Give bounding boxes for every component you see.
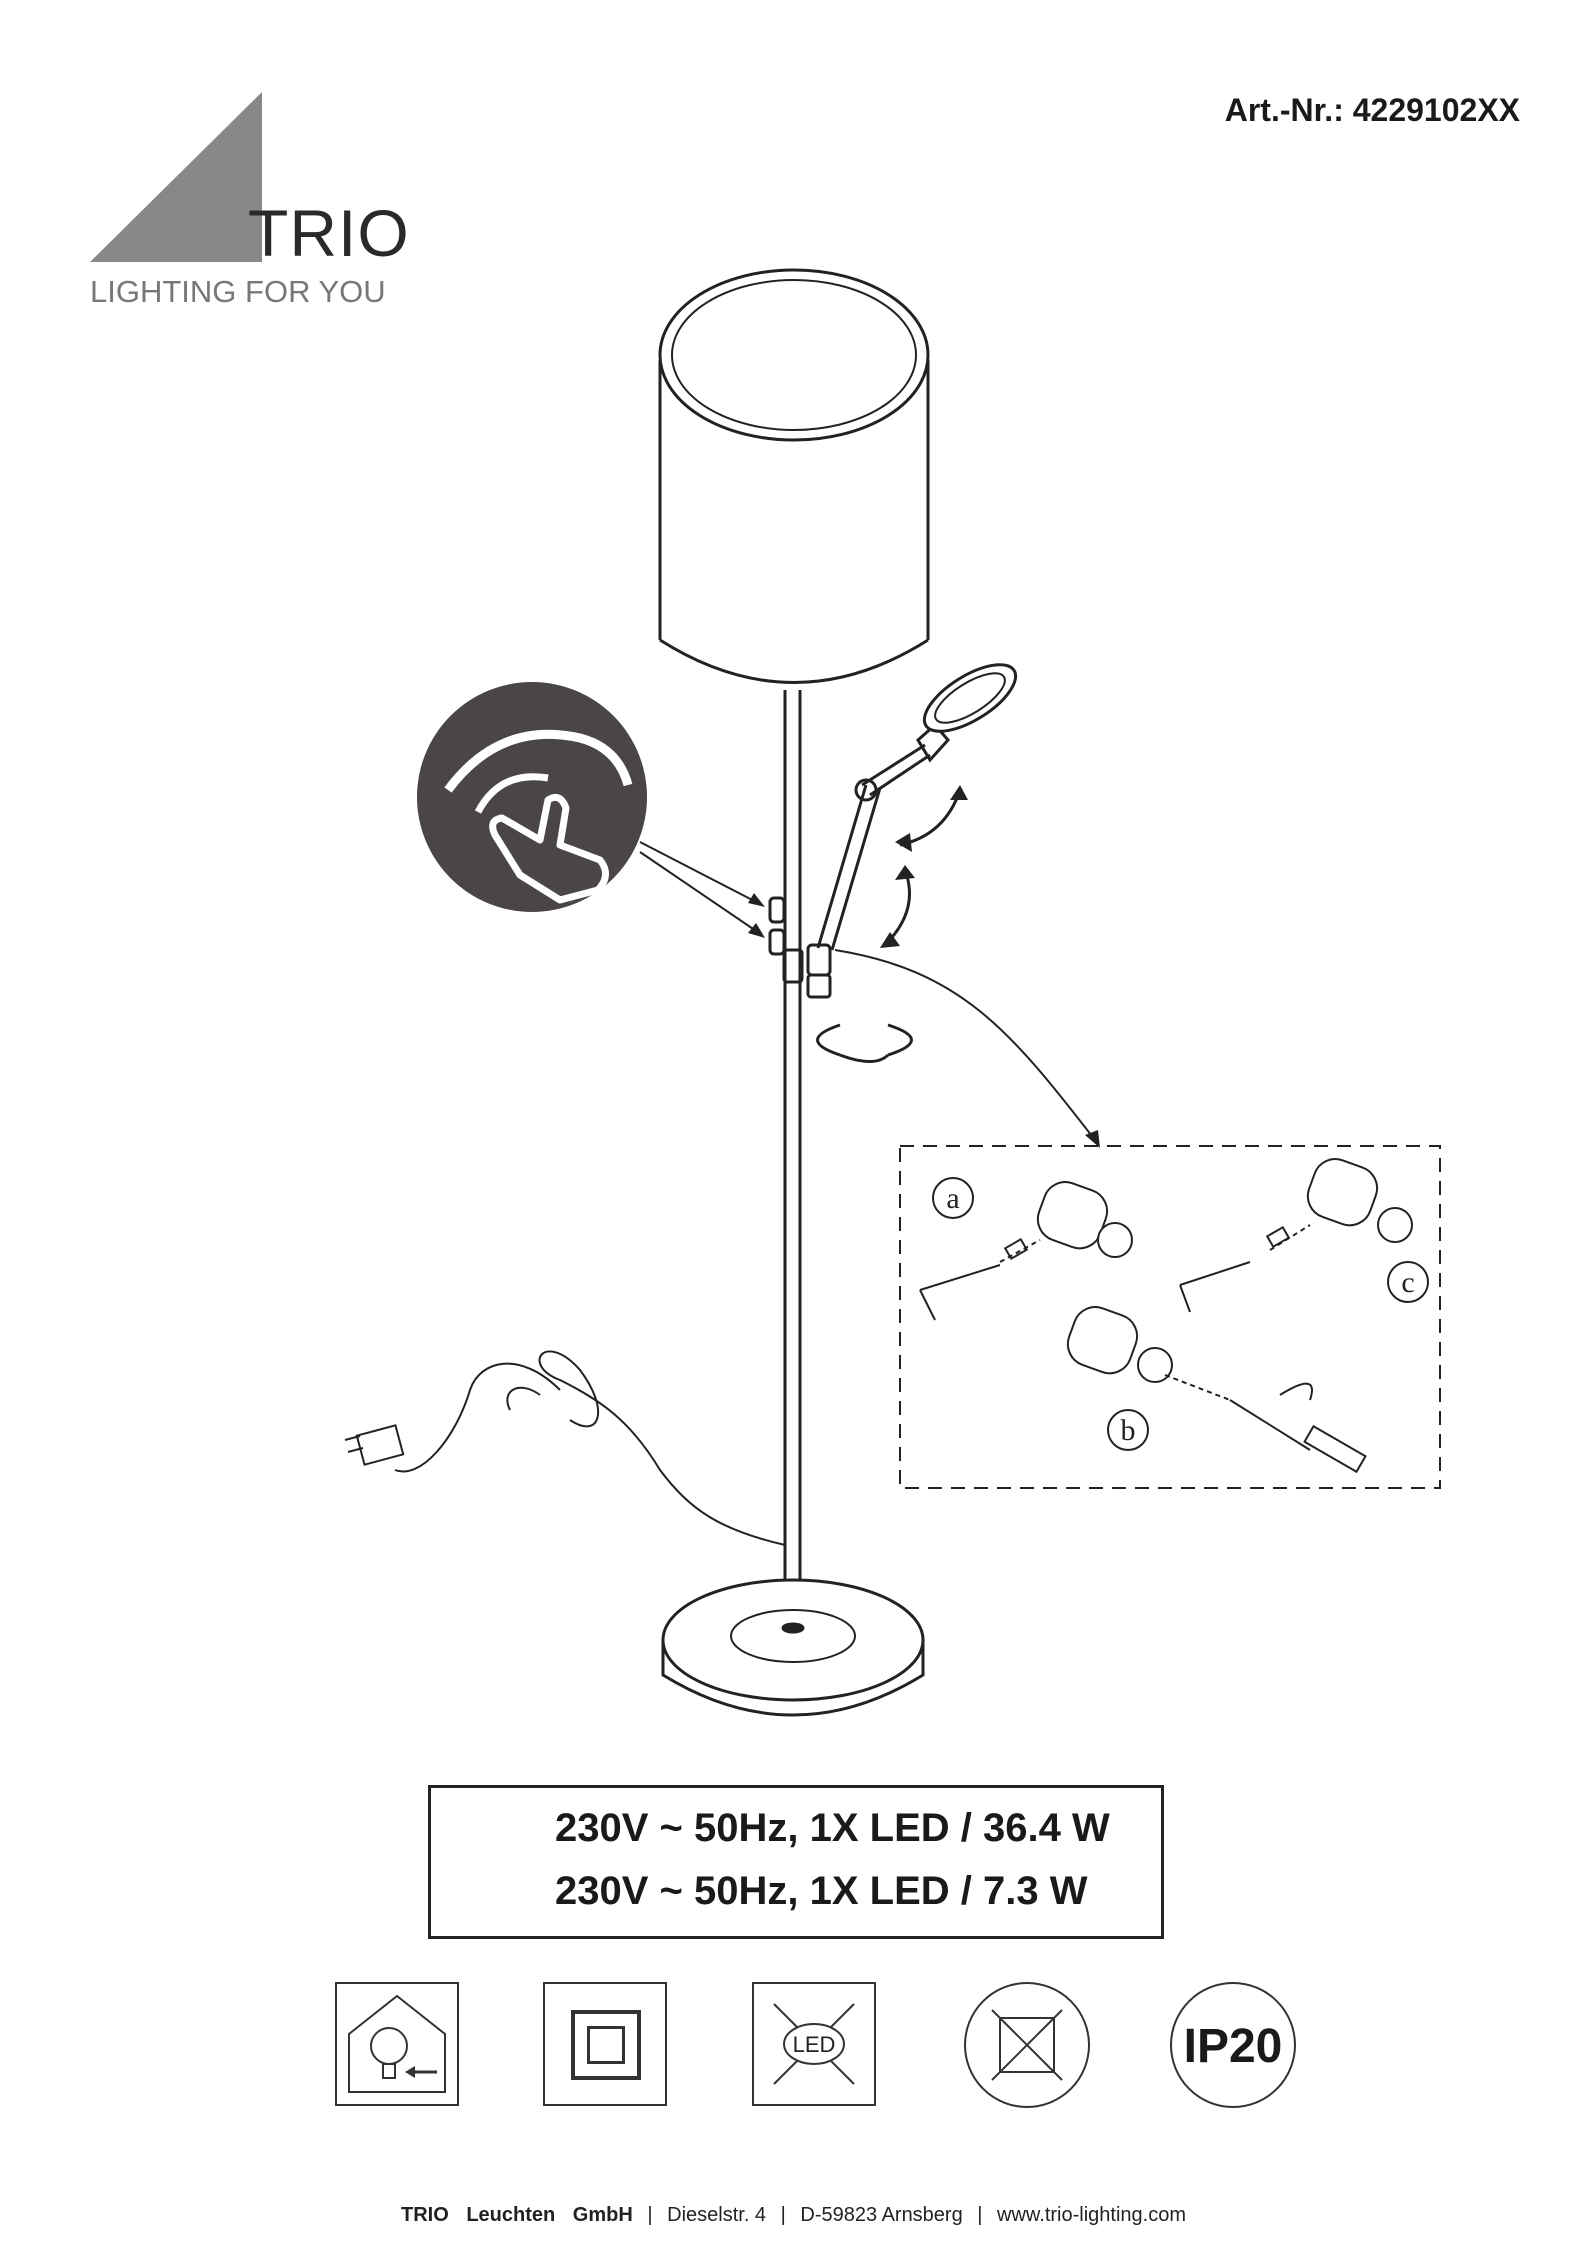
reading-arm	[818, 725, 948, 950]
footer-divider: |	[977, 2204, 982, 2226]
footer-website[interactable]: www.trio-lighting.com	[997, 2204, 1186, 2226]
protection-class-ii-icon	[543, 1982, 667, 2106]
ip-rating-label: IP20	[1184, 2020, 1283, 2073]
footer-street: Dieselstr. 4	[667, 2204, 766, 2226]
touch-dimmer-icon	[417, 682, 647, 912]
footer-divider: |	[781, 2204, 786, 2226]
led-label: LED	[793, 2032, 836, 2057]
no-covering-icon	[962, 1980, 1092, 2115]
reading-head	[914, 652, 1026, 744]
bulb-replacement-icon	[335, 1982, 459, 2106]
lamp-shade	[660, 270, 928, 683]
mounting-detail-panel: a c b	[900, 1146, 1440, 1488]
spec-line: 230V ~ 50Hz, 1X LED / 36.4 W	[555, 1806, 1110, 1851]
step-label-b: b	[1121, 1414, 1136, 1447]
footer-divider: |	[647, 2204, 652, 2226]
step-label-c: c	[1401, 1266, 1414, 1299]
detail-callout-arrow	[835, 950, 1095, 1140]
spec-line: 230V ~ 50Hz, 1X LED / 7.3 W	[555, 1869, 1087, 1914]
footer-address: TRIO Leuchten GmbH | Dieselstr. 4 | D-59…	[0, 2204, 1587, 2227]
power-cable-plug-icon	[345, 1351, 785, 1545]
ip20-rating-icon: IP20	[1168, 1980, 1298, 2115]
lamp-stem	[785, 690, 800, 1640]
electrical-spec-box: 230V ~ 50Hz, 1X LED / 36.4 W 230V ~ 50Hz…	[428, 1785, 1164, 1939]
footer-company: TRIO Leuchten GmbH	[401, 2204, 633, 2226]
lamp-illustration: a c b	[0, 0, 1587, 1780]
step-label-a: a	[946, 1182, 959, 1215]
footer-city: D-59823 Arnsberg	[800, 2204, 962, 2226]
lamp-base	[663, 1580, 923, 1715]
led-not-replaceable-icon: LED	[752, 1982, 876, 2106]
